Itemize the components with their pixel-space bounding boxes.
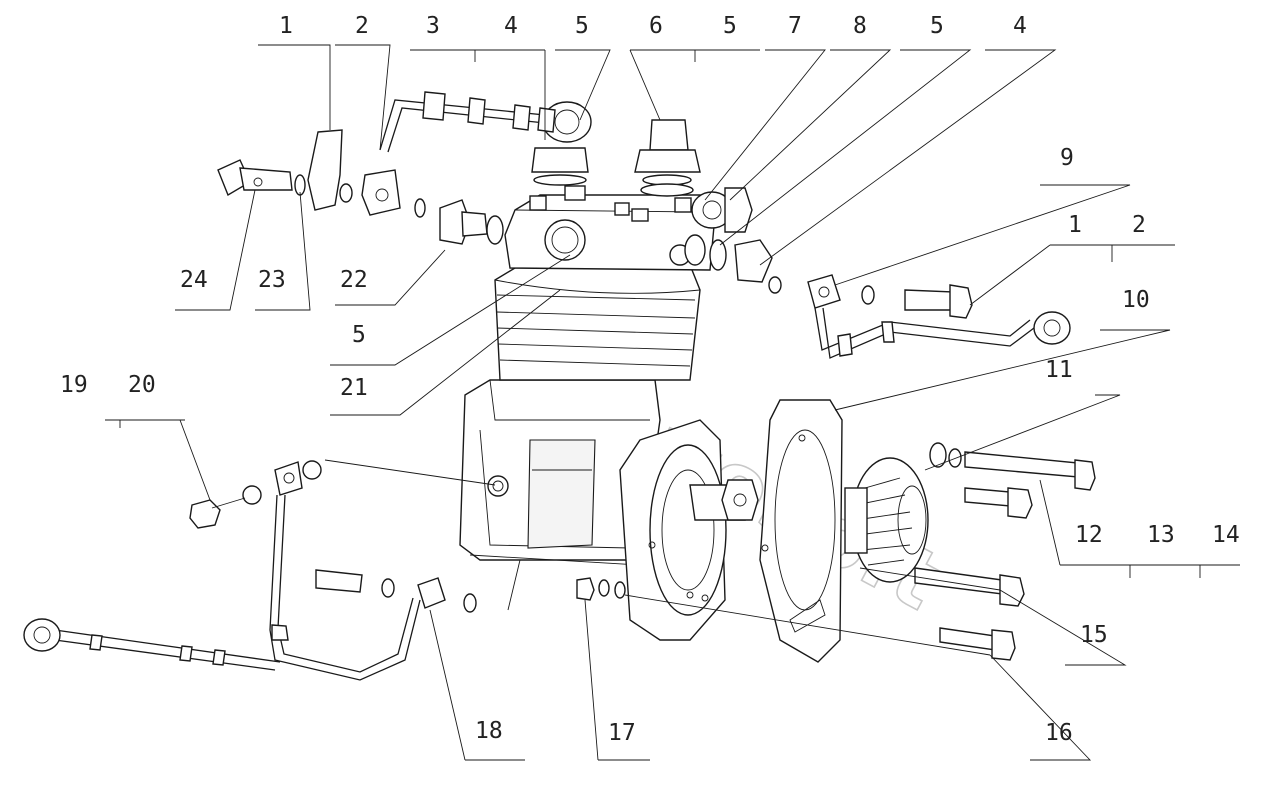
callout-12: 12 xyxy=(1075,522,1103,548)
bolt-16 xyxy=(939,627,1016,661)
flange-gasket xyxy=(759,399,843,663)
fitting-22 xyxy=(439,199,504,245)
callout-2-right: 2 xyxy=(1132,212,1146,238)
leader-lines xyxy=(105,44,1240,761)
callout-5-left: 5 xyxy=(352,322,366,348)
callout-10: 10 xyxy=(1122,287,1150,313)
callout-2-top: 2 xyxy=(355,13,369,39)
callout-labels: 1 2 3 4 5 6 5 7 8 5 4 9 1 2 10 11 12 13 … xyxy=(60,13,1240,746)
bolt-15 xyxy=(914,567,1025,607)
callout-4-right: 4 xyxy=(1013,13,1027,39)
callout-1-top: 1 xyxy=(279,13,293,39)
callout-24: 24 xyxy=(180,267,208,293)
callout-3: 3 xyxy=(426,13,440,39)
callout-4-top: 4 xyxy=(504,13,518,39)
banjo-bolt-24 xyxy=(217,159,293,197)
compressor-cylinder xyxy=(494,264,701,381)
banjo-1-left xyxy=(307,129,353,211)
callout-9: 9 xyxy=(1060,145,1074,171)
bolt-13 xyxy=(964,487,1033,519)
compressor-head xyxy=(504,185,716,271)
callout-18: 18 xyxy=(475,718,503,744)
fitting-7-8 xyxy=(691,187,753,233)
callout-5-a: 5 xyxy=(575,13,589,39)
front-flange xyxy=(619,419,759,641)
callout-1-right: 1 xyxy=(1068,212,1082,238)
callout-22: 22 xyxy=(340,267,368,293)
plug-19 xyxy=(189,499,221,529)
callout-16: 16 xyxy=(1045,720,1073,746)
pipe-3 xyxy=(361,91,556,216)
fitting-6 xyxy=(634,119,701,197)
pipe-18 xyxy=(23,460,477,681)
callout-6: 6 xyxy=(649,13,663,39)
callout-7: 7 xyxy=(788,13,802,39)
callout-11: 11 xyxy=(1045,357,1073,383)
washers-left xyxy=(414,198,426,218)
callout-5-c: 5 xyxy=(930,13,944,39)
callout-13: 13 xyxy=(1147,522,1175,548)
drive-gear xyxy=(844,457,929,583)
nut-17 xyxy=(576,577,626,601)
callout-8: 8 xyxy=(853,13,867,39)
callout-20: 20 xyxy=(128,372,156,398)
fitting-4-right xyxy=(684,234,782,294)
callout-19: 19 xyxy=(60,372,88,398)
pipe-9 xyxy=(807,274,1071,359)
washer-20 xyxy=(242,485,262,505)
callout-23: 23 xyxy=(258,267,286,293)
callout-21: 21 xyxy=(340,375,368,401)
bolt-12-14 xyxy=(929,442,1096,491)
callout-15: 15 xyxy=(1080,622,1108,648)
callout-17: 17 xyxy=(608,720,636,746)
callout-5-b: 5 xyxy=(723,13,737,39)
callout-14: 14 xyxy=(1212,522,1240,548)
